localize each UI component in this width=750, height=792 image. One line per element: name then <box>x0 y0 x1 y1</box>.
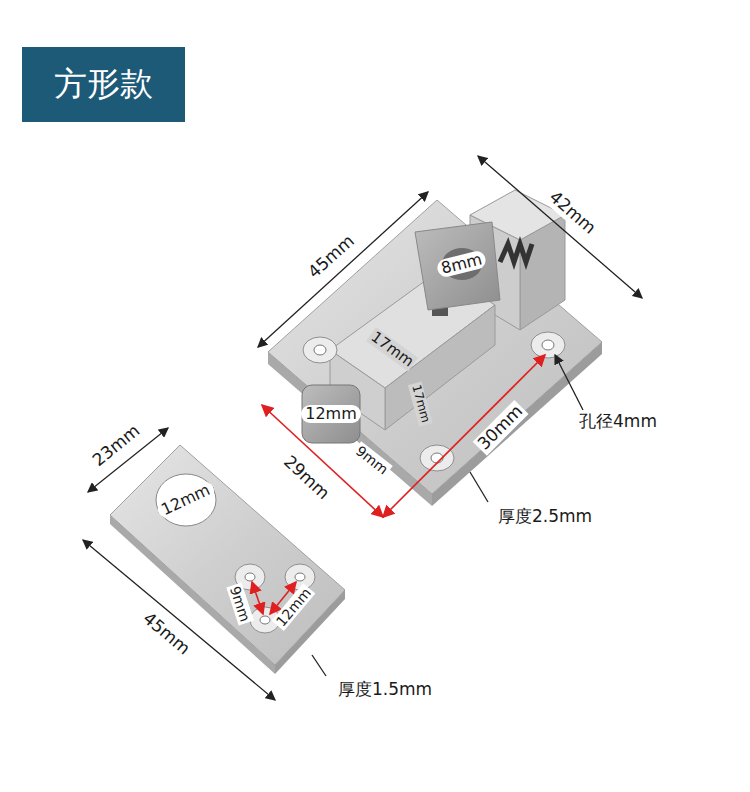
dimension-line <box>252 582 263 614</box>
countersink <box>531 332 565 358</box>
dimension-label: 45mm <box>137 608 195 661</box>
dimension-label: 45mm <box>303 230 360 284</box>
dimension-line <box>478 156 642 298</box>
dimension-label: 29mm <box>278 451 334 505</box>
bolt-head <box>302 385 360 443</box>
bolt-hole <box>156 474 216 526</box>
dimension-label: 12mm <box>301 405 361 423</box>
hole <box>295 573 305 581</box>
countersink <box>303 337 337 363</box>
leader-line <box>555 355 583 410</box>
countersink <box>420 445 454 471</box>
dimension-label: 厚度2.5mm <box>496 507 594 527</box>
hole <box>314 345 326 355</box>
hole <box>260 616 270 624</box>
leader-line <box>470 472 488 502</box>
hole <box>542 340 554 350</box>
hole <box>245 573 255 581</box>
leader-line <box>312 655 326 676</box>
dimension-line <box>83 540 275 700</box>
title: 方形款 <box>54 62 153 107</box>
spring <box>500 244 532 262</box>
screw-hole <box>303 332 565 471</box>
dimension-label: 孔径4mm <box>577 412 659 432</box>
dimension-label: 23mm <box>87 420 145 472</box>
knob-tab <box>415 222 500 310</box>
dimension-label: 厚度1.5mm <box>336 680 434 700</box>
dimension-line <box>383 355 545 517</box>
base-plate <box>268 200 602 494</box>
dimension-line <box>258 192 428 347</box>
striker-plate <box>110 445 345 665</box>
